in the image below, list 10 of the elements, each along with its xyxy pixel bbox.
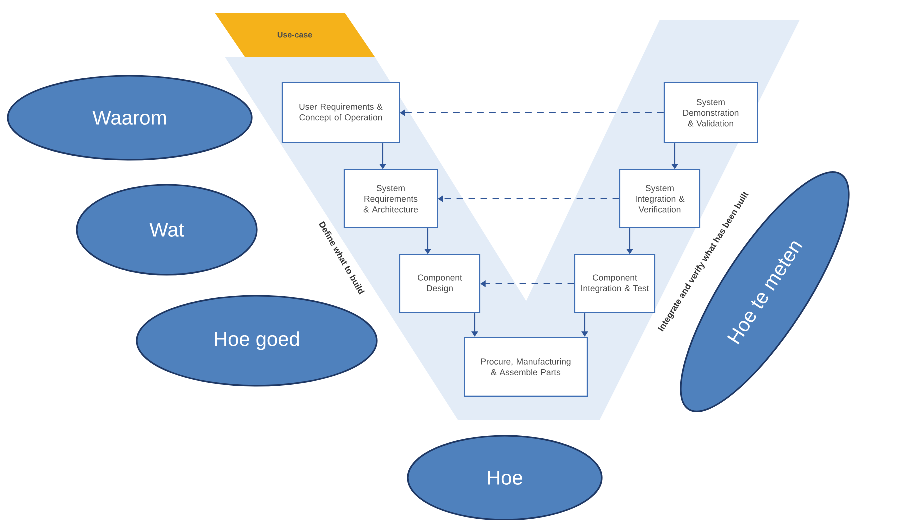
process-box: System Demonstration & Validation [664,82,758,144]
process-box: System Requirements & Architecture [344,169,438,229]
process-box: Component Design [399,254,481,314]
process-box: System Integration & Verification [619,169,701,229]
use-case-tag: Use-case [215,13,375,57]
process-box: Component Integration & Test [574,254,656,314]
arrow [472,314,478,337]
process-box: Procure, Manufacturing & Assemble Parts [464,337,588,397]
arrow [582,314,588,337]
process-box: User Requirements & Concept of Operation [282,82,400,144]
